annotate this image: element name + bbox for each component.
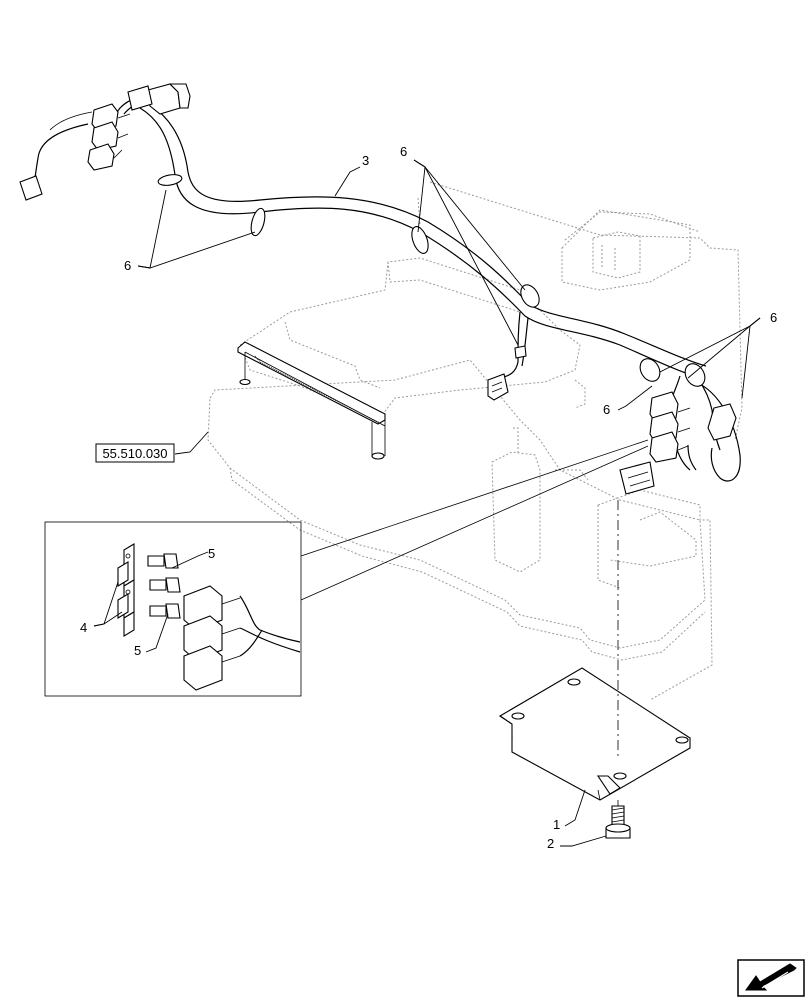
callout-5-upper: 5 [208, 546, 215, 561]
inset-bolt-3 [149, 603, 181, 619]
arrow-back-icon[interactable] [737, 959, 805, 997]
wire-harness [33, 98, 741, 482]
callout-4: 4 [80, 620, 87, 635]
callout-1: 1 [553, 817, 560, 832]
control-module-seat [237, 341, 386, 460]
controller-box [498, 667, 692, 801]
detail-inset [44, 439, 649, 697]
callout-6-left: 6 [124, 258, 131, 273]
callout-5-lower: 5 [134, 643, 141, 658]
cable-ties [157, 174, 706, 387]
harness-connectors-right [619, 391, 737, 495]
reference-link[interactable]: 55.510.030 [95, 443, 175, 463]
reference-label: 55.510.030 [102, 446, 167, 461]
inset-bolt-1 [147, 553, 179, 569]
connector-mid [487, 373, 509, 401]
bolt [605, 805, 631, 839]
harness-connectors-top-left [19, 83, 191, 201]
inset-bolt-2 [149, 577, 181, 593]
callout-3: 3 [362, 153, 369, 168]
callout-6-right: 6 [770, 310, 777, 325]
callout-6-mid: 6 [603, 402, 610, 417]
callout-2: 2 [547, 836, 554, 851]
callout-6-top: 6 [400, 144, 407, 159]
leader-lines [93, 159, 761, 847]
